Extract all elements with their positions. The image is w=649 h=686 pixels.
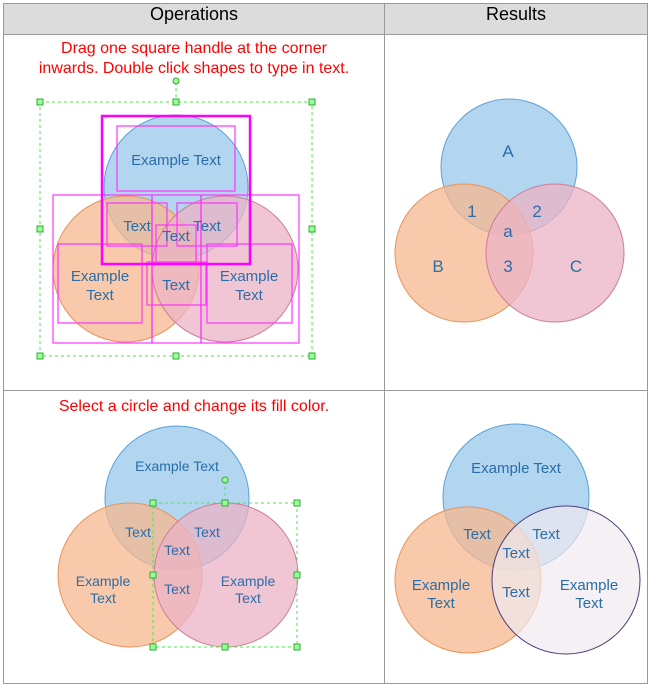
- label-right-line2: Text: [235, 590, 261, 606]
- label-left-line2: Text: [427, 595, 455, 612]
- label-center: Text: [164, 542, 190, 558]
- label-3: 3: [503, 257, 512, 276]
- label-left-line2[interactable]: Text: [86, 287, 114, 304]
- label-right-line2: Text: [575, 595, 603, 612]
- header-results: Results: [384, 3, 648, 35]
- label-right-mid: Text: [532, 526, 560, 543]
- label-right-line1: Example: [221, 573, 276, 589]
- header-operations: Operations: [3, 3, 385, 35]
- label-top: Example Text: [471, 460, 562, 477]
- label-left-line1: Example: [76, 573, 131, 589]
- row1-results-cell: A B C 1 2 a 3: [384, 34, 648, 391]
- instruction-line2: inwards. Double click shapes to type in …: [38, 60, 350, 77]
- label-c: C: [570, 257, 582, 276]
- rotation-handle[interactable]: [221, 476, 229, 484]
- label-a-center: a: [503, 222, 513, 241]
- instruction-line1: Drag one square handle at the corner: [61, 40, 327, 57]
- row2-results-cell: Example Text Text Text Text Text Example…: [384, 390, 648, 684]
- label-left-line2: Text: [90, 590, 116, 606]
- label-top: Example Text: [135, 458, 219, 474]
- resize-handles[interactable]: [149, 499, 301, 651]
- instruction-fill-color: Select a circle and change its fill colo…: [58, 398, 330, 415]
- row2-operations-cell: Select a circle and change its fill colo…: [3, 390, 385, 684]
- label-left-line1[interactable]: Example: [71, 268, 129, 285]
- circle-recolored: [491, 505, 641, 655]
- rotation-handle[interactable]: [172, 77, 180, 85]
- label-1: 1: [467, 202, 476, 221]
- circle-c: [485, 183, 625, 323]
- label-right-line1[interactable]: Example: [220, 268, 278, 285]
- selected-shape-outline: [100, 114, 252, 266]
- venn-fill-canvas[interactable]: Example Text Text Text Text Text Example…: [4, 391, 384, 683]
- label-left-mid: Text: [125, 524, 151, 540]
- label-2: 2: [532, 202, 541, 221]
- text-box-outlines: [52, 125, 300, 344]
- label-right-mid[interactable]: Text: [193, 218, 221, 235]
- label-left-mid: Text: [463, 526, 491, 543]
- label-a: A: [502, 142, 514, 161]
- venn-result-recolored: Example Text Text Text Text Text Example…: [394, 423, 641, 655]
- label-bottom-mid[interactable]: Text: [162, 277, 190, 294]
- row1-operations-cell: Drag one square handle at the corner inw…: [3, 34, 385, 391]
- label-bottom-mid: Text: [164, 581, 190, 597]
- resize-handles[interactable]: [36, 98, 316, 360]
- label-center[interactable]: Text: [162, 228, 190, 245]
- label-left-line1: Example: [412, 577, 470, 594]
- venn-editing-canvas[interactable]: Example Text Text Text Text Text Example…: [4, 35, 384, 390]
- label-right-line1: Example: [560, 577, 618, 594]
- label-b: B: [432, 257, 443, 276]
- venn-result-abc: A B C 1 2 a 3: [394, 98, 625, 323]
- label-bottom-mid: Text: [502, 584, 530, 601]
- label-right-line2[interactable]: Text: [235, 287, 263, 304]
- label-left-mid[interactable]: Text: [123, 218, 151, 235]
- label-center: Text: [502, 545, 530, 562]
- label-top[interactable]: Example Text: [131, 152, 222, 169]
- label-right-mid: Text: [194, 524, 220, 540]
